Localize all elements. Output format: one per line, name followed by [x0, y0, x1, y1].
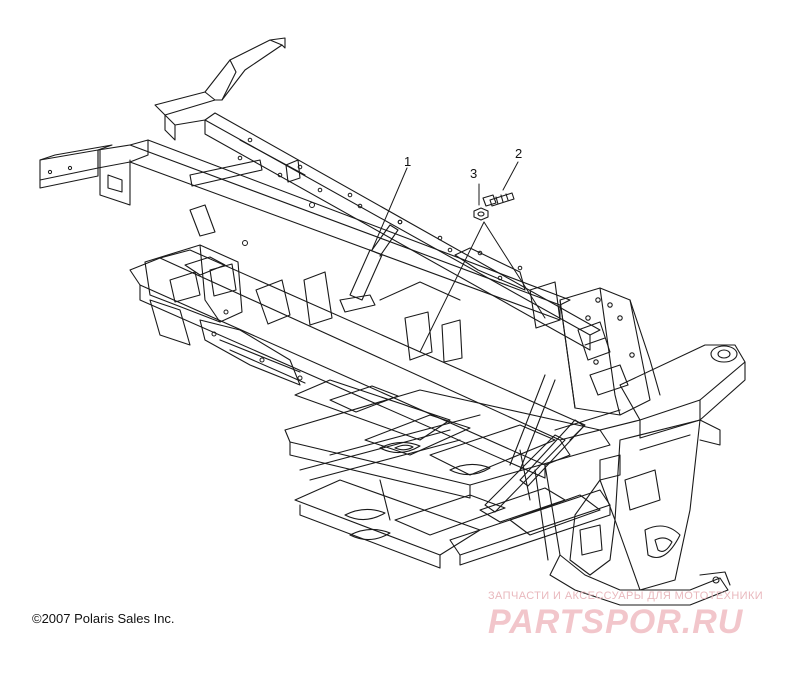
watermark-tagline: ЗАПЧАСТИ И АКСЕССУАРЫ ДЛЯ МОТОТЕХНИКИ: [488, 590, 764, 602]
callout-2: 2: [515, 146, 522, 161]
upper-left-rail: [39, 139, 571, 321]
rear-cross-tube: [554, 344, 746, 481]
floor-pan: [294, 379, 601, 569]
diagonal-braces: [484, 374, 585, 513]
rear-tower: [559, 287, 661, 416]
lower-cross-members: [284, 389, 611, 566]
callout-3: 3: [470, 166, 477, 181]
rail-holes: [47, 137, 523, 381]
callout-1: 1: [404, 154, 411, 169]
bolt-icon: [482, 192, 515, 207]
front-lower-structure: [144, 244, 333, 386]
rear-lower-structure: [534, 419, 731, 606]
nut-icon: [473, 207, 489, 221]
leader-lines: [371, 161, 546, 353]
watermark-logo: PARTSPOR.RU: [488, 603, 744, 641]
upper-right-rail: [154, 37, 601, 351]
copyright-notice: ©2007 Polaris Sales Inc.: [32, 611, 175, 626]
lower-left-rail: [129, 249, 586, 479]
rail-brackets: [99, 149, 561, 363]
upper-cross-braces: [189, 139, 526, 313]
